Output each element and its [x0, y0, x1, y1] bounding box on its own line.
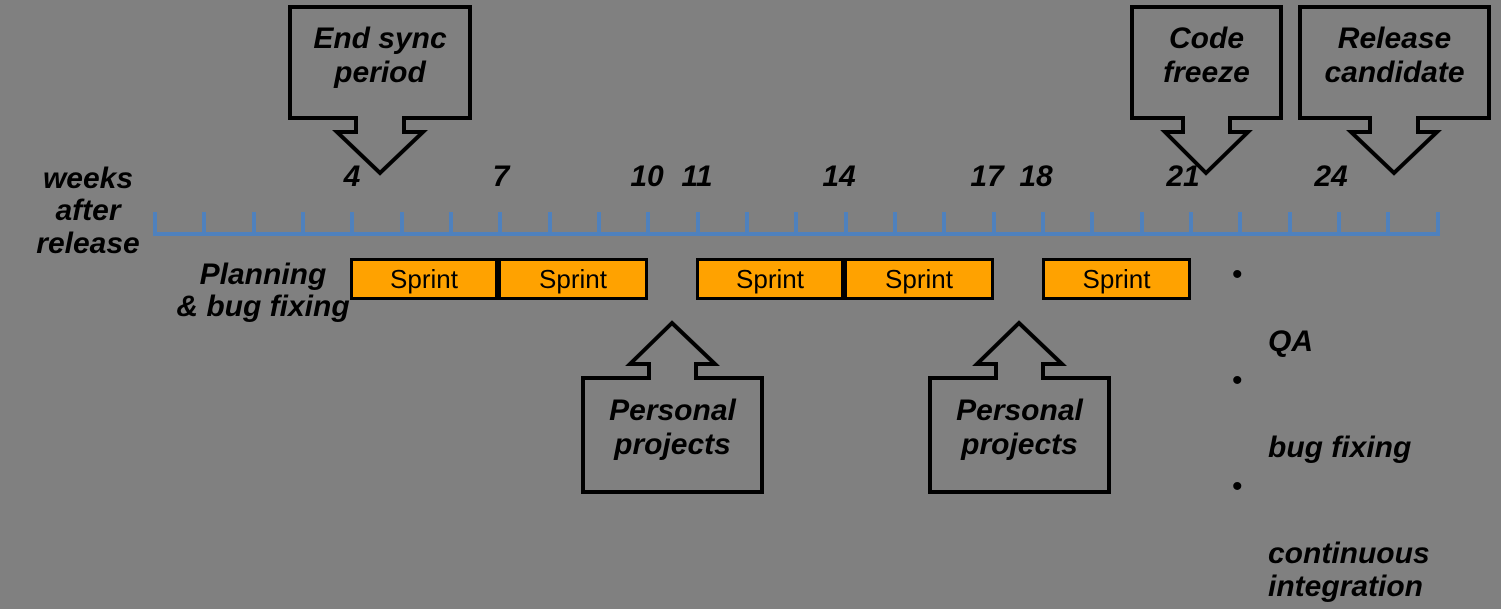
- tick-label-21: 21: [1166, 160, 1200, 193]
- notes-bullet-list: • QA • bug fixing • continuous integrati…: [1222, 258, 1497, 609]
- bullet-item-bug-fixing-label: bug fixing: [1268, 430, 1412, 464]
- callout-end-sync-period: End sync period: [287, 4, 473, 176]
- tick-label-7: 7: [492, 160, 510, 193]
- bullet-dot-icon: •: [1232, 469, 1243, 503]
- bullet-item-qa: • QA: [1222, 258, 1497, 359]
- bullet-dot-icon: •: [1232, 258, 1243, 291]
- tick-label-24: 24: [1314, 160, 1348, 193]
- sprint-box-3: Sprint: [696, 258, 844, 300]
- axis-caption: weeks after release: [36, 162, 140, 260]
- bullet-item-continuous-integration: • continuous integration: [1222, 470, 1497, 604]
- planning-and-bug-fixing-label: Planning & bug fixing: [176, 258, 350, 324]
- tick-label-4: 4: [343, 160, 361, 193]
- bullet-item-continuous-integration-label: continuous integration: [1268, 536, 1430, 604]
- tick-label-11: 11: [681, 160, 713, 193]
- bullet-item-qa-label: QA: [1268, 325, 1313, 359]
- callout-personal-projects-2: Personal projects: [927, 318, 1112, 498]
- tick-label-10: 10: [630, 160, 664, 193]
- tick-label-18: 18: [1019, 160, 1053, 193]
- tick-label-14: 14: [822, 160, 856, 193]
- callout-personal-projects-1: Personal projects: [580, 318, 765, 498]
- callout-code-freeze: Code freeze: [1129, 4, 1284, 176]
- sprint-box-2: Sprint: [498, 258, 648, 300]
- callout-release-candidate: Release candidate: [1297, 4, 1492, 176]
- bullet-dot-icon: •: [1232, 363, 1243, 397]
- bullet-item-bug-fixing: • bug fixing: [1222, 364, 1497, 465]
- sprint-box-1: Sprint: [350, 258, 498, 300]
- tick-label-17: 17: [970, 160, 1004, 193]
- sprint-box-4: Sprint: [844, 258, 994, 300]
- timeline-diagram: End sync period Code freeze Release cand…: [36, 4, 1492, 603]
- sprint-box-5: Sprint: [1042, 258, 1191, 300]
- timeline-axis: [150, 198, 1450, 245]
